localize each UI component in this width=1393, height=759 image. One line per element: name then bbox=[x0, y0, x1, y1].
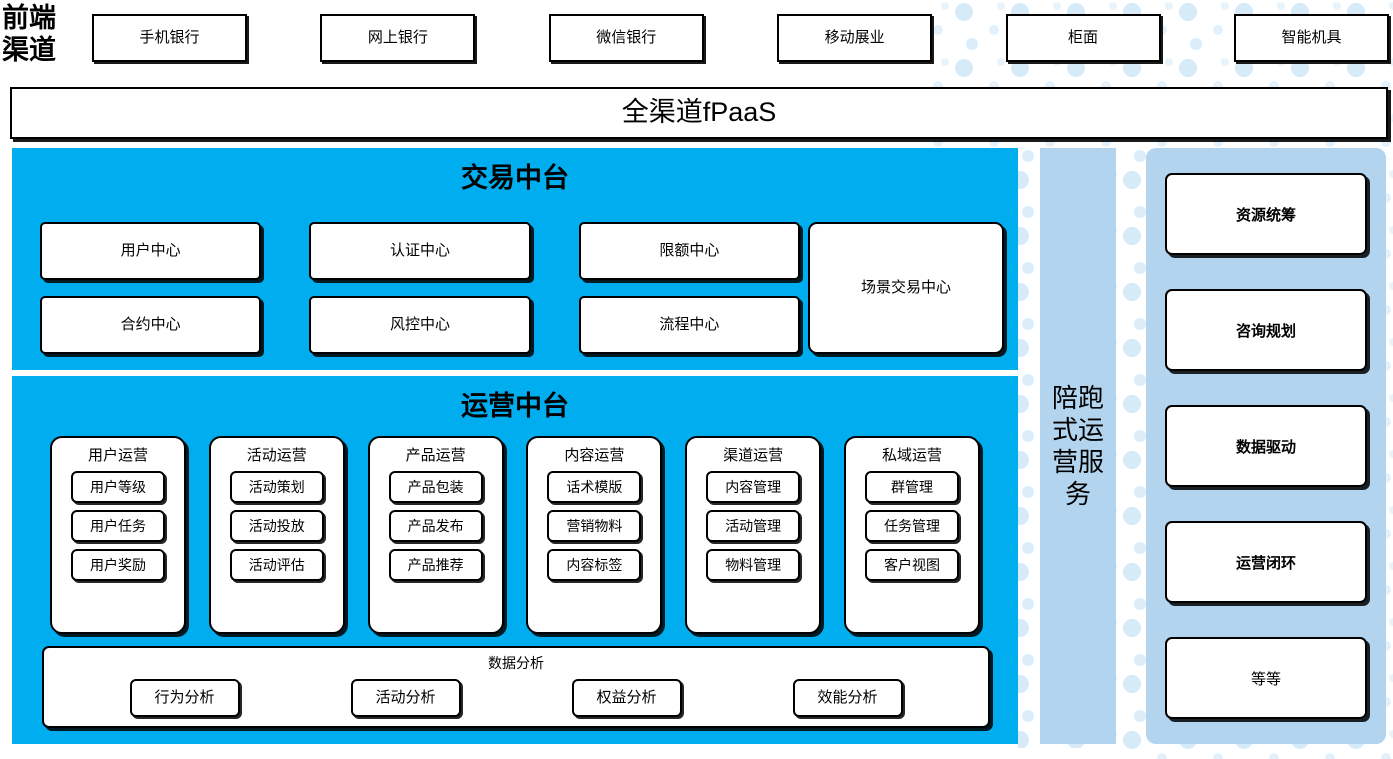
analysis-item-activity[interactable]: 活动分析 bbox=[350, 679, 461, 717]
ops-column-private-domain-title: 私域运营 bbox=[881, 447, 942, 464]
ops-item-user-level[interactable]: 用户等级 bbox=[71, 471, 165, 503]
ops-column-content[interactable]: 内容运营 话术模版 营销物料 内容标签 bbox=[526, 436, 663, 634]
channel-item-smart-device[interactable]: 智能机具 bbox=[1233, 14, 1389, 62]
channel-item-wechat-bank[interactable]: 微信银行 bbox=[548, 14, 704, 62]
ops-item-customer-view[interactable]: 客户视图 bbox=[864, 549, 959, 581]
trade-middle-platform-panel: 交易中台 用户中心 认证中心 限额中心 合约中心 风控中心 流程中心 场景交易中… bbox=[12, 148, 1018, 370]
data-analysis-items: 行为分析 活动分析 权益分析 效能分析 bbox=[44, 679, 988, 717]
ops-item-material-management[interactable]: 物料管理 bbox=[706, 549, 801, 581]
ops-column-user-title: 用户运营 bbox=[87, 447, 148, 464]
ops-column-activity-items: 活动策划 活动投放 活动评估 bbox=[220, 471, 334, 581]
capability-panel: 资源统筹 咨询规划 数据驱动 运营闭环 等等 bbox=[1146, 148, 1386, 744]
trade-center-auth[interactable]: 认证中心 bbox=[309, 222, 531, 280]
accompanying-operation-service-label: 陪跑式运营服务 bbox=[1051, 383, 1104, 509]
ops-item-product-recommendation[interactable]: 产品推荐 bbox=[388, 549, 483, 581]
analysis-item-efficiency[interactable]: 效能分析 bbox=[792, 679, 903, 717]
ops-column-channel[interactable]: 渠道运营 内容管理 活动管理 物料管理 bbox=[685, 436, 822, 634]
ops-column-content-title: 内容运营 bbox=[564, 447, 625, 464]
trade-middle-platform-title: 交易中台 bbox=[461, 163, 569, 193]
ops-item-content-tag[interactable]: 内容标签 bbox=[547, 549, 642, 581]
front-channel-row: 手机银行 网上银行 微信银行 移动展业 柜面 智能机具 bbox=[92, 14, 1389, 62]
ops-item-activity-planning[interactable]: 活动策划 bbox=[229, 471, 324, 503]
capability-data-driven[interactable]: 数据驱动 bbox=[1165, 405, 1367, 487]
capability-etc[interactable]: 等等 bbox=[1165, 637, 1367, 719]
ops-column-activity[interactable]: 活动运营 活动策划 活动投放 活动评估 bbox=[208, 436, 345, 634]
capability-consulting-planning[interactable]: 咨询规划 bbox=[1165, 289, 1367, 371]
trade-center-grid: 用户中心 认证中心 限额中心 合约中心 风控中心 流程中心 bbox=[40, 222, 800, 354]
accompanying-operation-service-strip: 陪跑式运营服务 bbox=[1040, 148, 1116, 744]
ops-column-content-items: 话术模版 营销物料 内容标签 bbox=[537, 471, 651, 581]
ops-item-task-management[interactable]: 任务管理 bbox=[864, 510, 959, 542]
front-channel-label-line2: 渠道 bbox=[2, 35, 56, 65]
ops-column-product-items: 产品包装 产品发布 产品推荐 bbox=[379, 471, 493, 581]
ops-item-activity-evaluation[interactable]: 活动评估 bbox=[229, 549, 324, 581]
trade-center-risk-control[interactable]: 风控中心 bbox=[309, 296, 531, 354]
ops-item-activity-management[interactable]: 活动管理 bbox=[706, 510, 801, 542]
ops-column-product-title: 产品运营 bbox=[405, 447, 466, 464]
trade-center-user[interactable]: 用户中心 bbox=[40, 222, 262, 280]
operations-columns: 用户运营 用户等级 用户任务 用户奖励 活动运营 活动策划 活动投放 活动评估 … bbox=[50, 436, 980, 634]
ops-column-activity-title: 活动运营 bbox=[246, 447, 307, 464]
data-analysis-strip: 数据分析 行为分析 活动分析 权益分析 效能分析 bbox=[42, 646, 990, 728]
omnichannel-fpaas-band[interactable]: 全渠道fPaaS bbox=[10, 87, 1388, 139]
front-channel-label-line1: 前端 bbox=[2, 3, 56, 33]
ops-column-channel-title: 渠道运营 bbox=[723, 447, 784, 464]
channel-item-online-bank[interactable]: 网上银行 bbox=[320, 14, 476, 62]
ops-item-user-reward[interactable]: 用户奖励 bbox=[71, 549, 165, 581]
ops-item-content-management[interactable]: 内容管理 bbox=[706, 471, 801, 503]
ops-item-activity-delivery[interactable]: 活动投放 bbox=[229, 510, 324, 542]
ops-item-script-template[interactable]: 话术模版 bbox=[547, 471, 642, 503]
ops-column-private-domain-items: 群管理 任务管理 客户视图 bbox=[855, 471, 969, 581]
trade-center-process[interactable]: 流程中心 bbox=[578, 296, 800, 354]
ops-column-product[interactable]: 产品运营 产品包装 产品发布 产品推荐 bbox=[367, 436, 504, 634]
ops-column-channel-items: 内容管理 活动管理 物料管理 bbox=[696, 471, 810, 581]
capability-operation-closed-loop[interactable]: 运营闭环 bbox=[1165, 521, 1367, 603]
ops-item-marketing-material[interactable]: 营销物料 bbox=[547, 510, 642, 542]
channel-item-counter[interactable]: 柜面 bbox=[1005, 14, 1161, 62]
ops-item-product-release[interactable]: 产品发布 bbox=[388, 510, 483, 542]
ops-item-group-management[interactable]: 群管理 bbox=[864, 471, 959, 503]
analysis-item-rights[interactable]: 权益分析 bbox=[571, 679, 682, 717]
channel-item-mobile-business[interactable]: 移动展业 bbox=[777, 14, 933, 62]
ops-column-user-items: 用户等级 用户任务 用户奖励 bbox=[61, 471, 175, 581]
ops-column-private-domain[interactable]: 私域运营 群管理 任务管理 客户视图 bbox=[843, 436, 980, 634]
ops-column-user[interactable]: 用户运营 用户等级 用户任务 用户奖励 bbox=[50, 436, 186, 634]
analysis-item-behavior[interactable]: 行为分析 bbox=[129, 679, 240, 717]
trade-center-contract[interactable]: 合约中心 bbox=[40, 296, 262, 354]
data-analysis-title: 数据分析 bbox=[488, 655, 544, 671]
ops-item-user-task[interactable]: 用户任务 bbox=[71, 510, 165, 542]
ops-item-product-packaging[interactable]: 产品包装 bbox=[388, 471, 483, 503]
trade-center-limit[interactable]: 限额中心 bbox=[578, 222, 800, 280]
channel-item-mobile-bank[interactable]: 手机银行 bbox=[92, 14, 247, 62]
front-channel-label: 前端 渠道 bbox=[2, 2, 82, 72]
capability-resource-coordination[interactable]: 资源统筹 bbox=[1165, 173, 1367, 255]
operations-middle-platform-panel: 运营中台 用户运营 用户等级 用户任务 用户奖励 活动运营 活动策划 活动投放 … bbox=[12, 376, 1018, 744]
operations-middle-platform-title: 运营中台 bbox=[461, 391, 569, 421]
trade-center-scene-transaction[interactable]: 场景交易中心 bbox=[808, 222, 1004, 354]
